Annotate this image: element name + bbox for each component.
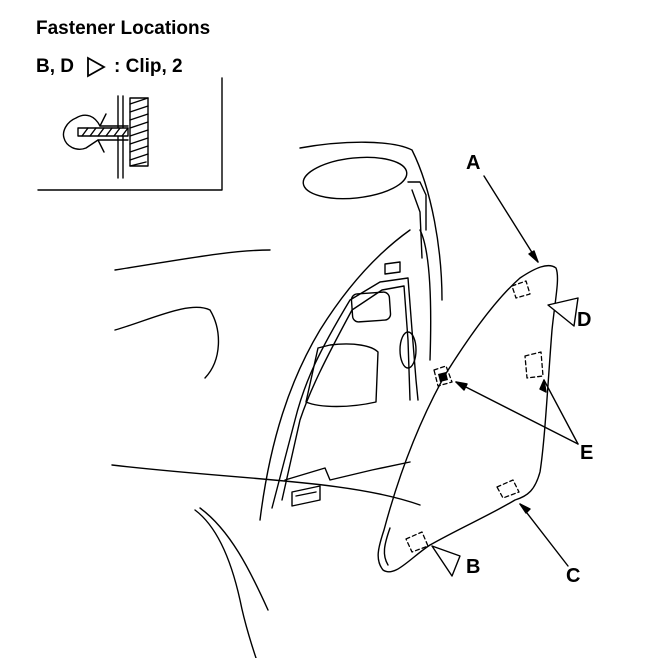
clip-location-c <box>496 479 520 499</box>
roof-line <box>299 141 443 301</box>
cavity-inner <box>271 277 419 509</box>
fender-edge <box>194 509 257 658</box>
callout-a: A <box>466 152 481 174</box>
cavity-outer <box>259 229 411 521</box>
callout-c: C <box>566 565 581 587</box>
clip-location-b <box>405 531 429 553</box>
callout-d: D <box>577 309 592 331</box>
clip-triangle-d <box>547 297 579 327</box>
body-floor-line <box>111 464 421 506</box>
trim-panel <box>377 264 559 573</box>
legend-text: : Clip, 2 <box>114 56 183 77</box>
window-opening <box>302 156 408 200</box>
leader-c <box>519 503 569 567</box>
callout-b: B <box>466 556 481 578</box>
leader-a <box>483 175 539 263</box>
triangle-outline-icon <box>86 56 106 78</box>
access-hole-lower <box>291 485 321 507</box>
leader-e-right <box>543 379 579 445</box>
clip-triangle-b <box>431 545 461 577</box>
access-hole-upper <box>384 261 401 275</box>
wheel-arch <box>114 306 220 379</box>
leader-e-left <box>455 381 579 445</box>
clip-detail-inset <box>37 77 223 191</box>
fastener-legend: B, D : Clip, 2 <box>36 56 183 78</box>
callout-e: E <box>580 442 594 464</box>
clip-location-d <box>511 280 531 299</box>
clip-location-e-right <box>524 351 544 379</box>
speaker-recess <box>305 343 379 408</box>
legend-letters: B, D <box>36 56 74 77</box>
diagram-title: Fastener Locations <box>36 18 211 39</box>
clip-location-e-left <box>433 365 453 387</box>
